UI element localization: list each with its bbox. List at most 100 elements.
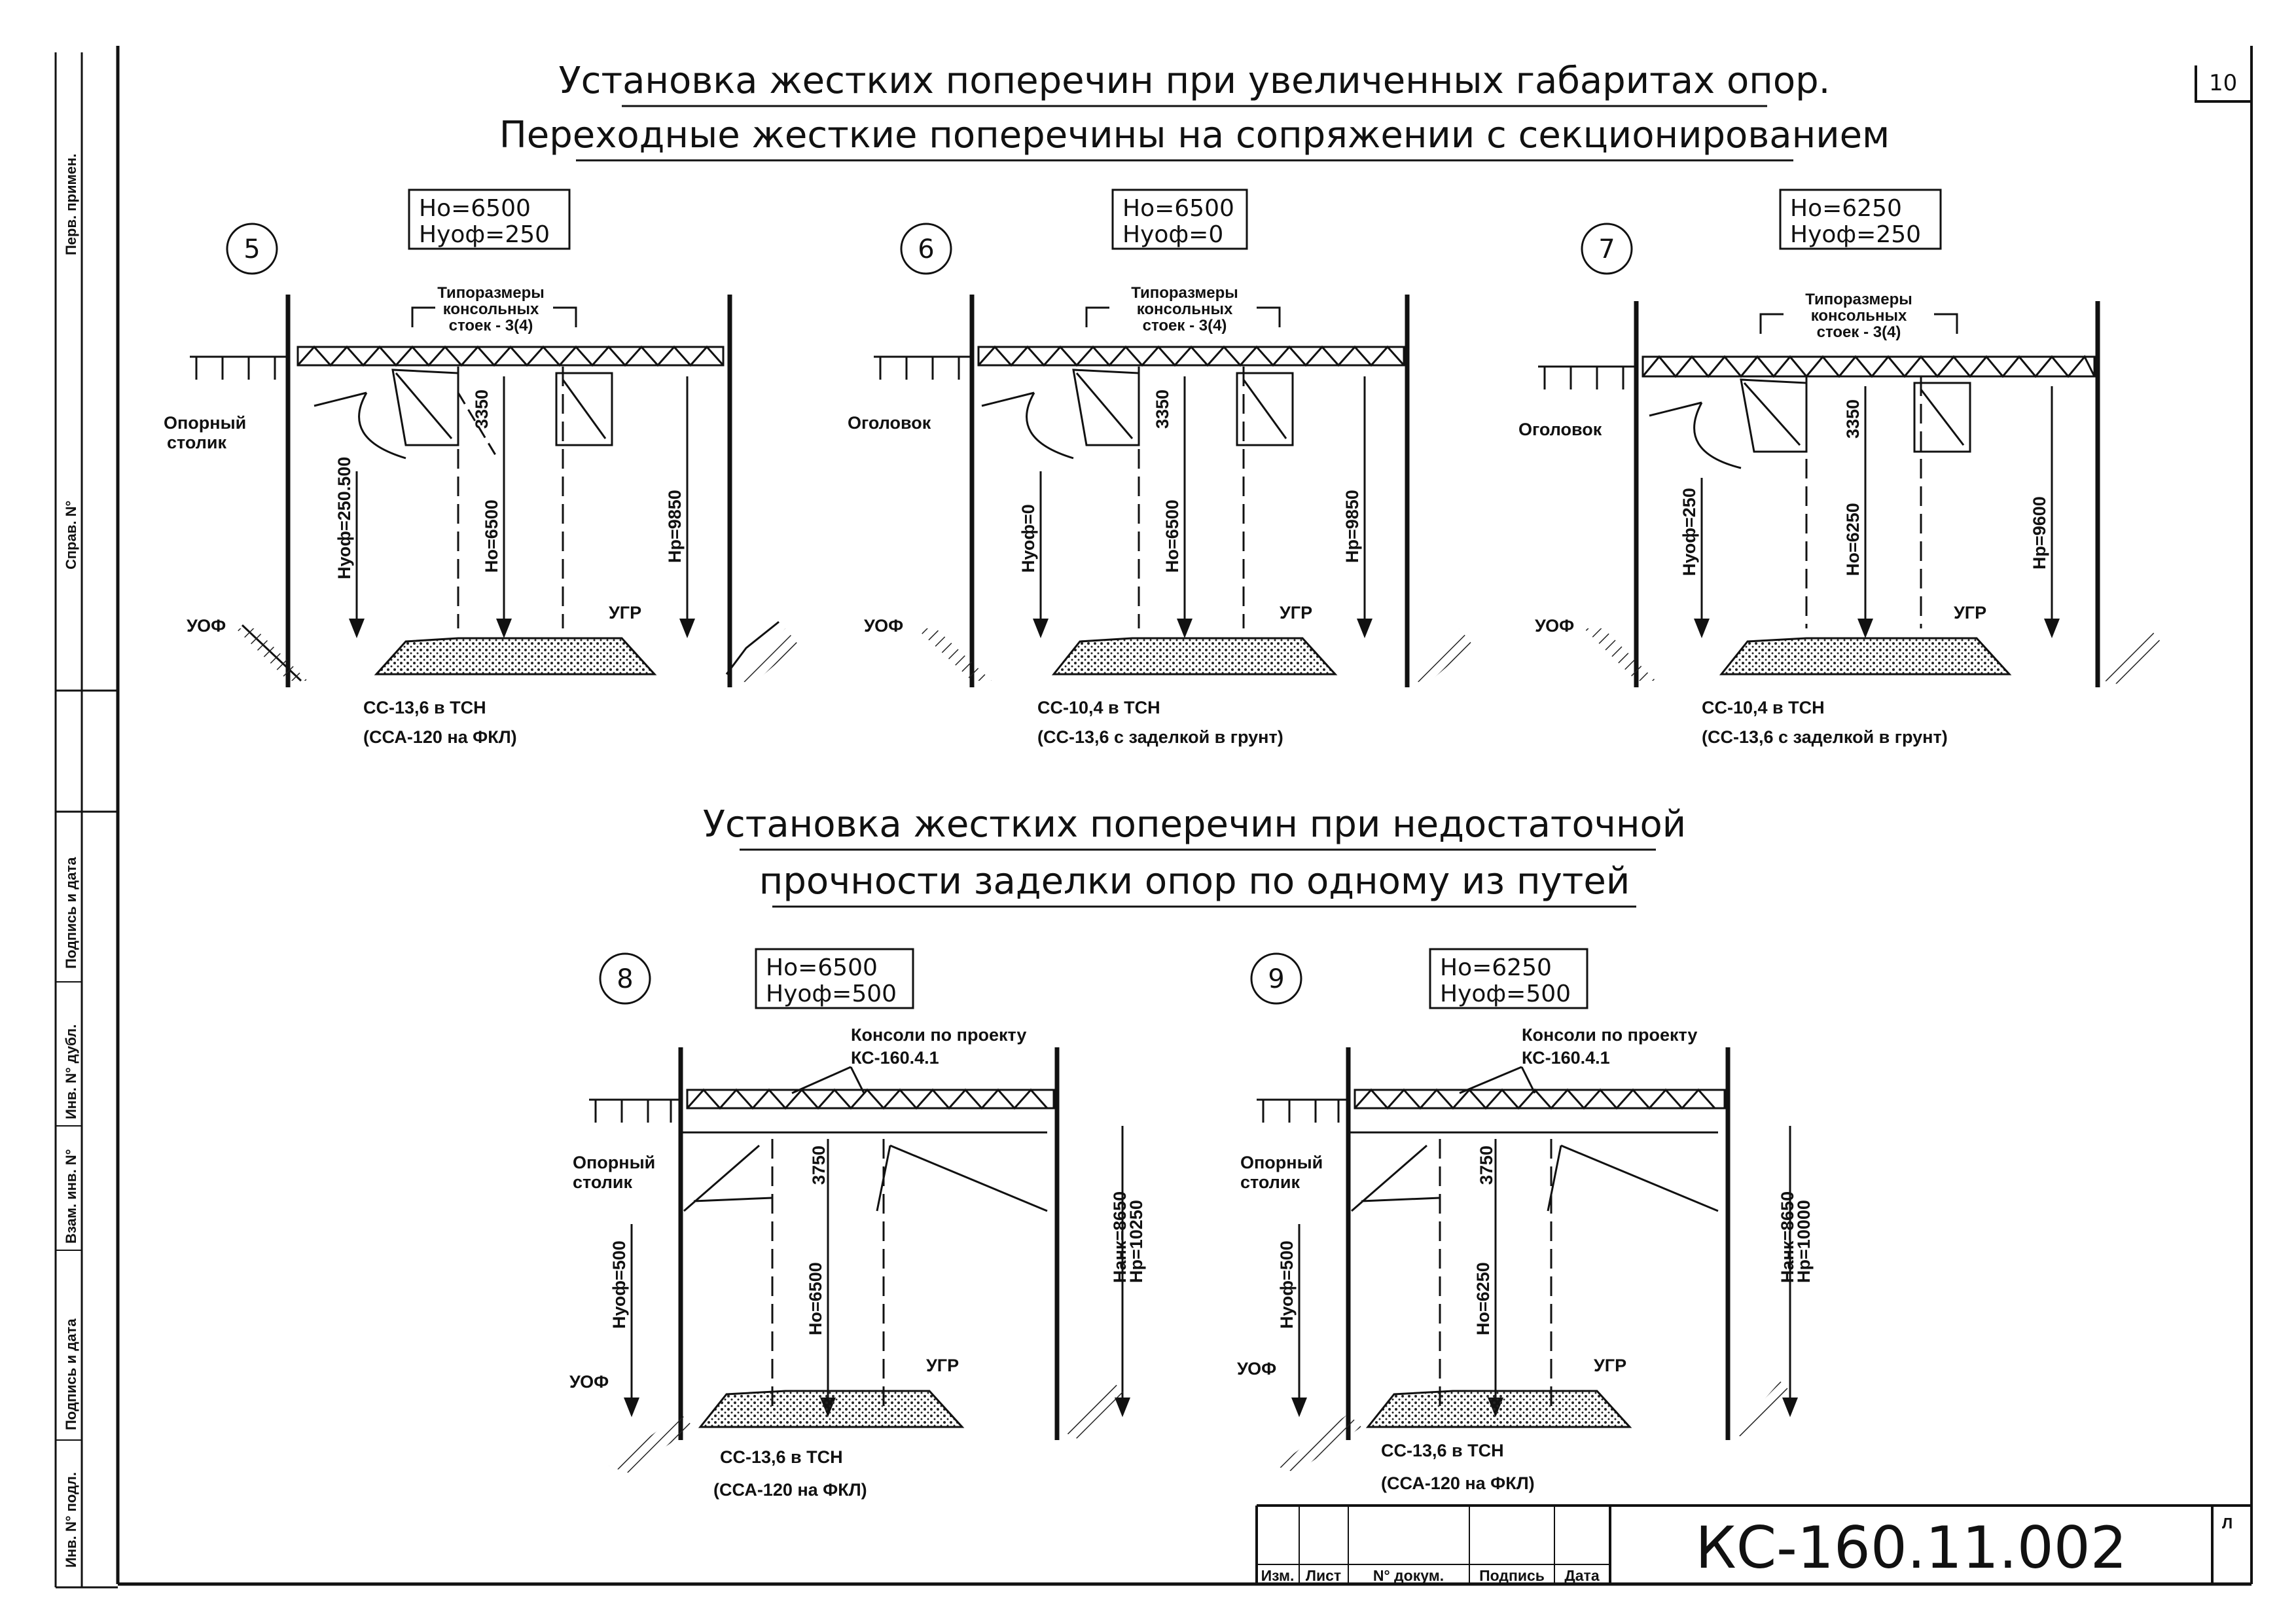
- side-stamps: Перв. примен. Справ. N° Подпись и дата И…: [56, 154, 82, 1568]
- ugr-label: УГР: [1954, 603, 1986, 623]
- dim-mid: Hо=6250: [1843, 503, 1863, 576]
- title-block: Изм. Лист N° докум. Подпись Дата КС-160.…: [1255, 1504, 2251, 1584]
- col-docnum: N° докум.: [1373, 1567, 1444, 1584]
- left-label-1: Оголовок: [1518, 420, 1602, 439]
- left-label-2: столик: [167, 433, 226, 452]
- dim-mid: Hо=6500: [482, 499, 501, 573]
- stamp-vzam: Взам. инв. N°: [63, 1149, 79, 1244]
- stamp-inv-podl: Инв. N° подл.: [63, 1472, 79, 1568]
- param-huof: Hуоф=250: [419, 221, 550, 248]
- sheet-label: Л: [2222, 1515, 2233, 1532]
- left-label-1: Оголовок: [848, 413, 931, 433]
- left-label-1: Опорный: [573, 1153, 655, 1172]
- col-izm: Изм.: [1261, 1567, 1295, 1584]
- col-data: Дата: [1564, 1567, 1599, 1584]
- top-label-1: Типоразмеры: [437, 284, 545, 302]
- bottom-label-1: СС-13,6 в ТСН: [363, 698, 486, 717]
- stamp-podpis1: Подпись и дата: [63, 857, 79, 969]
- dim-top: 3750: [1477, 1146, 1496, 1185]
- left-label-1: Опорный: [164, 413, 246, 433]
- bottom-label-2: (СС-13,6 с заделкой в грунт): [1037, 727, 1283, 747]
- diagram-number: 7: [1598, 234, 1615, 264]
- uof-label: УОФ: [864, 616, 903, 636]
- bottom-label-1: СС-10,4 в ТСН: [1702, 698, 1825, 717]
- stamp-podpis2: Подпись и дата: [63, 1318, 79, 1430]
- dim-top: 3350: [1843, 399, 1863, 439]
- param-huof: Hуоф=500: [766, 981, 897, 1007]
- dim-right: Hр=9600: [2030, 496, 2049, 569]
- stamp-inv-dubl: Инв. N° дубл.: [63, 1024, 79, 1119]
- dim-right: Hр=9850: [665, 490, 685, 563]
- dim-right-2: Hр=10000: [1794, 1200, 1814, 1283]
- top-label-3: стоек - 3(4): [1817, 323, 1901, 341]
- diagram-number: 9: [1268, 964, 1284, 994]
- bottom-label-1: СС-10,4 в ТСН: [1037, 698, 1160, 717]
- param-ho: Hо=6500: [419, 195, 531, 222]
- dim-left: Hуоф=500: [609, 1240, 629, 1329]
- diagram-8: 8 Hо=6500 Hуоф=500 Консоли по проекту КС…: [569, 948, 1146, 1500]
- title-top-2: Переходные жесткие поперечины на сопряже…: [499, 114, 1890, 156]
- title-top-1: Установка жестких поперечин при увеличен…: [559, 60, 1831, 102]
- left-label-1: Опорный: [1240, 1153, 1323, 1172]
- uof-label: УОФ: [569, 1372, 609, 1392]
- ugr-label: УГР: [609, 603, 641, 623]
- param-huof: Hуоф=0: [1122, 221, 1223, 248]
- ugr-label: УГР: [926, 1356, 959, 1375]
- top-label-1: Типоразмеры: [1805, 291, 1912, 308]
- bottom-label-2: (ССА-120 на ФКЛ): [363, 727, 517, 747]
- param-huof: Hуоф=250: [1790, 221, 1921, 248]
- document-code: КС-160.11.002: [1695, 1514, 2127, 1581]
- dim-left: Hуоф=0: [1018, 504, 1038, 573]
- diagram-number: 6: [918, 234, 934, 264]
- titles: Установка жестких поперечин при увеличен…: [499, 60, 1890, 908]
- top-label-2: консольных: [1811, 307, 1907, 325]
- dim-left: Hуоф=250.500: [334, 457, 354, 579]
- diagram-9: 9 Hо=6250 Hуоф=500 Консоли по проекту КС…: [1237, 948, 1814, 1493]
- dim-mid: Hо=6250: [1473, 1262, 1493, 1335]
- bottom-label-2: (СС-13,6 с заделкой в грунт): [1702, 727, 1948, 747]
- bottom-label-2: (ССА-120 на ФКЛ): [713, 1480, 867, 1500]
- stamp-sprav: Справ. N°: [63, 501, 79, 569]
- param-ho: Hо=6500: [1122, 195, 1234, 222]
- sheet-frame: [54, 46, 2253, 1589]
- bottom-label-1: СС-13,6 в ТСН: [1381, 1441, 1504, 1460]
- dim-right: Hр=9850: [1342, 490, 1362, 563]
- page-number: 10: [2209, 70, 2237, 96]
- dim-right-1: Hанк=8650: [1778, 1191, 1797, 1283]
- top-label-1: Консоли по проекту: [851, 1025, 1026, 1045]
- top-label-2: консольных: [443, 300, 539, 318]
- top-label-2: КС-160.4.1: [851, 1048, 939, 1068]
- top-label-1: Типоразмеры: [1131, 284, 1238, 302]
- diagram-number: 8: [617, 964, 633, 994]
- param-huof: Hуоф=500: [1440, 981, 1571, 1007]
- col-list: Лист: [1306, 1567, 1341, 1584]
- dim-left: Hуоф=500: [1277, 1240, 1297, 1329]
- dim-top: 3750: [809, 1146, 829, 1185]
- dim-mid: Hо=6500: [1162, 499, 1182, 573]
- param-ho: Hо=6500: [766, 954, 878, 981]
- param-ho: Hо=6250: [1440, 954, 1552, 981]
- dim-right-2: Hр=10250: [1126, 1200, 1146, 1283]
- top-label-1: Консоли по проекту: [1522, 1025, 1697, 1045]
- uof-label: УОФ: [1535, 616, 1574, 636]
- title-mid-1: Установка жестких поперечин при недостат…: [703, 803, 1686, 846]
- top-label-3: стоек - 3(4): [449, 317, 533, 334]
- stamp-perv: Перв. примен.: [63, 154, 79, 255]
- ugr-label: УГР: [1594, 1356, 1626, 1375]
- ugr-label: УГР: [1280, 603, 1312, 623]
- dim-top: 3350: [472, 389, 492, 429]
- left-label-2: столик: [1240, 1172, 1300, 1192]
- page-number-box: 10: [2195, 65, 2251, 103]
- top-label-2: консольных: [1137, 300, 1233, 318]
- uof-label: УОФ: [1237, 1359, 1276, 1379]
- title-mid-2: прочности заделки опор по одному из путе…: [759, 860, 1630, 903]
- diagram-7: 7 Hо=6250 Hуоф=250 Типоразмеры консольны…: [1518, 189, 2163, 747]
- top-label-3: стоек - 3(4): [1143, 317, 1227, 334]
- dim-top: 3350: [1153, 389, 1172, 429]
- uof-label: УОФ: [187, 616, 226, 636]
- param-ho: Hо=6250: [1790, 195, 1902, 222]
- dim-mid: Hо=6500: [806, 1262, 825, 1335]
- bottom-label-1: СС-13,6 в ТСН: [720, 1447, 843, 1467]
- col-podpis: Подпись: [1479, 1567, 1545, 1584]
